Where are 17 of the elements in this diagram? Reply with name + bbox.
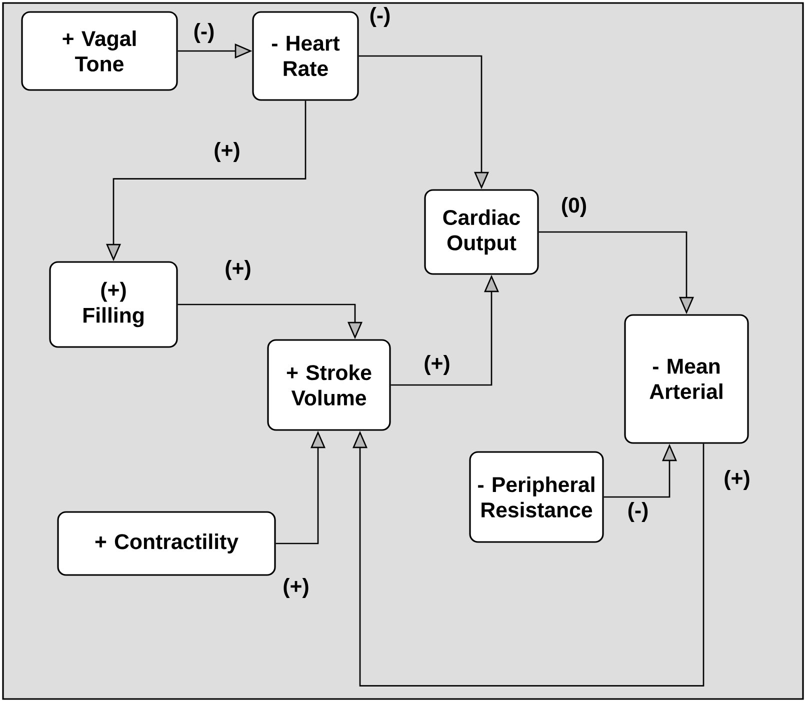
edge-label: (+)	[223, 258, 253, 282]
edge-label: (-)	[192, 22, 216, 44]
process-box: - Mean Arterial	[624, 314, 749, 444]
edge-label: (+)	[212, 140, 242, 164]
edge-label: (0)	[560, 196, 588, 218]
process-box: - Peripheral Resistance	[469, 451, 604, 543]
edge-label: (+)	[422, 354, 452, 376]
process-box: + Vagal Tone	[21, 11, 178, 91]
process-box: Cardiac Output	[424, 189, 539, 275]
edge-label: (+)	[722, 468, 752, 492]
edge-label: (+)	[281, 576, 311, 600]
process-box: + Stroke Volume	[267, 339, 391, 431]
edge-label: (-)	[626, 500, 650, 524]
process-box: (+) Filling	[49, 261, 178, 348]
process-box: + Contractility	[57, 511, 276, 576]
edge-label: (-)	[368, 6, 392, 28]
process-box: - Heart Rate	[252, 11, 359, 101]
